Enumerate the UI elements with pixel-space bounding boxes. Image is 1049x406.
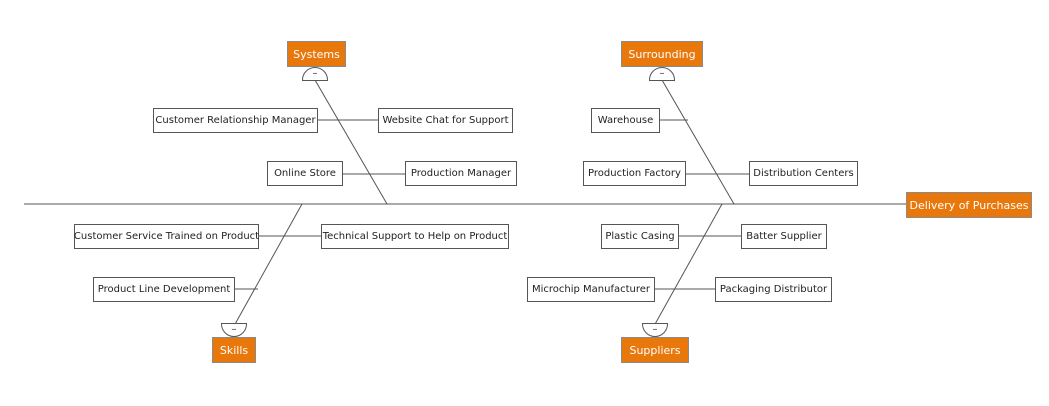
bone-skills (233, 203, 303, 327)
collapse-surrounding-button[interactable]: – (649, 67, 675, 81)
cause-online-store[interactable]: Online Store (267, 161, 343, 186)
bone-systems (314, 79, 388, 205)
cause-production-manager[interactable]: Production Manager (405, 161, 517, 186)
collapse-skills-button[interactable]: – (221, 323, 247, 337)
collapse-systems-button[interactable]: – (302, 67, 328, 81)
cause-technical-support[interactable]: Technical Support to Help on Product (321, 224, 509, 249)
cause-customer-relationship-manager[interactable]: Customer Relationship Manager (153, 108, 318, 133)
bone-suppliers (653, 203, 723, 327)
cause-microchip-manufacturer[interactable]: Microchip Manufacturer (527, 277, 655, 302)
cause-plastic-casing[interactable]: Plastic Casing (601, 224, 679, 249)
cause-production-factory[interactable]: Production Factory (583, 161, 686, 186)
cause-batter-supplier[interactable]: Batter Supplier (741, 224, 827, 249)
cause-website-chat[interactable]: Website Chat for Support (378, 108, 513, 133)
category-systems[interactable]: Systems (287, 41, 346, 67)
category-skills[interactable]: Skills (212, 337, 256, 363)
cause-packaging-distributor[interactable]: Packaging Distributor (715, 277, 832, 302)
effect-head[interactable]: Delivery of Purchases (906, 192, 1032, 218)
cause-customer-service-trained[interactable]: Customer Service Trained on Product (74, 224, 259, 249)
cause-distribution-centers[interactable]: Distribution Centers (749, 161, 858, 186)
category-suppliers[interactable]: Suppliers (621, 337, 689, 363)
category-surrounding[interactable]: Surrounding (621, 41, 703, 67)
bone-surrounding (661, 79, 735, 205)
cause-product-line-development[interactable]: Product Line Development (93, 277, 235, 302)
cause-warehouse[interactable]: Warehouse (591, 108, 660, 133)
